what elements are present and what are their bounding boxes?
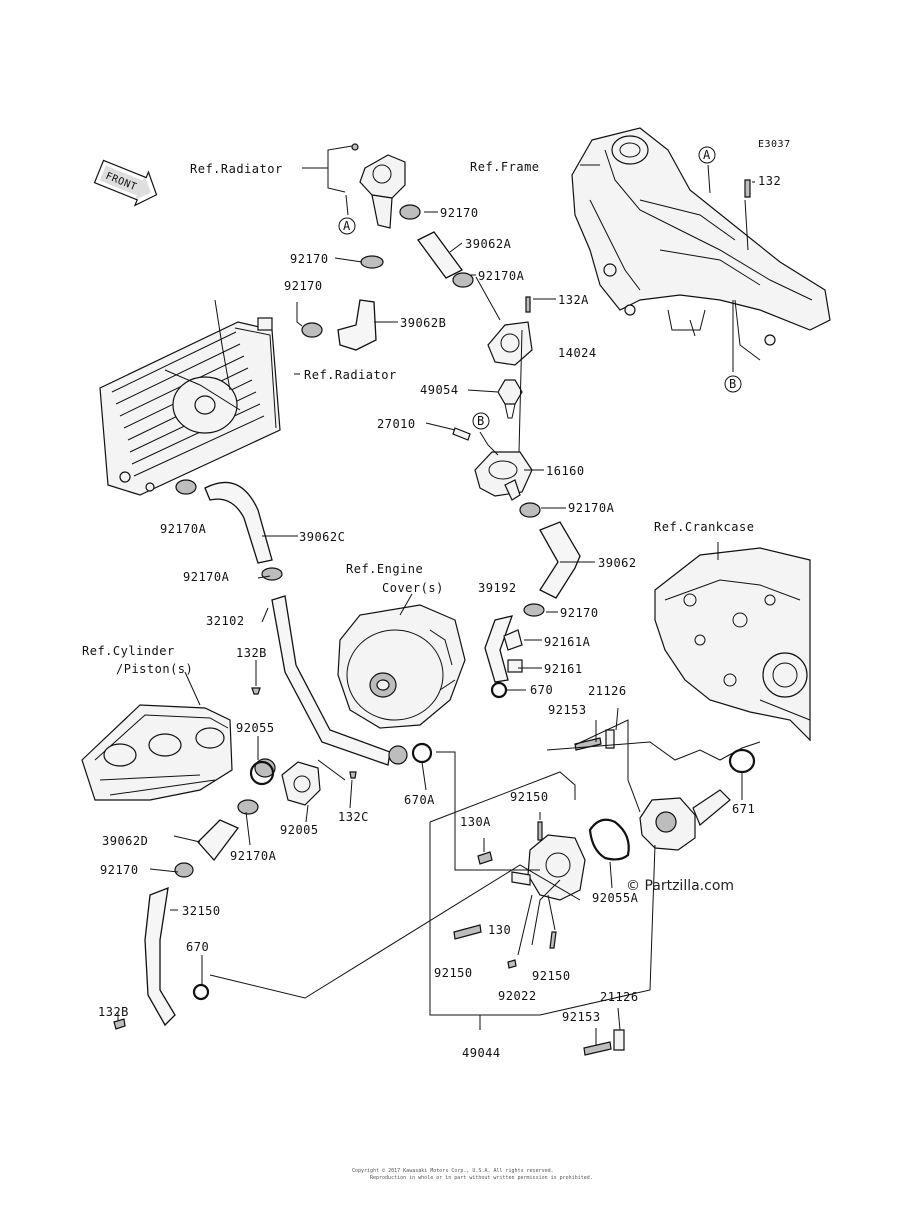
part-49044: 49044: [462, 1046, 501, 1060]
part-21126-1: 21126: [588, 684, 627, 698]
engine-cover-drawing: [337, 604, 466, 729]
watermark: © Partzilla.com: [626, 878, 734, 894]
thermostat-drawing: [497, 379, 523, 419]
part-92170A-3: 92170A: [160, 522, 207, 536]
part-92022: 92022: [498, 989, 537, 1003]
part-32150: 32150: [182, 904, 221, 918]
label-ref-engine-cover-2: Cover(s): [382, 581, 444, 595]
label-ref-frame: Ref.Frame: [470, 160, 540, 174]
part-14024: 14024: [558, 346, 597, 360]
part-92170A-1: 92170A: [478, 269, 525, 283]
part-92170-4: 92170: [560, 606, 599, 620]
svg-text:B: B: [729, 377, 737, 391]
thermostat-cover-drawing: [487, 321, 533, 366]
part-92150-1: 92150: [510, 790, 549, 804]
part-92161: 92161: [544, 662, 583, 676]
clamps: [174, 204, 545, 878]
part-671: 671: [732, 802, 755, 816]
front-arrow-icon: FRONT: [93, 159, 158, 207]
filler-neck-drawing: [351, 143, 406, 229]
crankcase-drawing: [654, 547, 811, 742]
part-92055: 92055: [236, 721, 275, 735]
part-92170A-5: 92170A: [230, 849, 277, 863]
diagram-code: E3037: [758, 139, 791, 150]
marker-b-left: B: [472, 412, 490, 430]
hose-39062A: [417, 231, 463, 279]
part-130: 130: [488, 923, 511, 937]
part-92150-3: 92150: [532, 969, 571, 983]
pipe-32150: [144, 886, 176, 1027]
part-92170-3: 92170: [284, 279, 323, 293]
svg-text:A: A: [703, 148, 711, 162]
part-92150-2: 92150: [434, 966, 473, 980]
part-92055A: 92055A: [592, 891, 639, 905]
part-39062: 39062: [598, 556, 637, 570]
part-92170-2: 92170: [290, 252, 329, 266]
frame-drawing: [571, 127, 831, 361]
label-ref-radiator-main: Ref.Radiator: [304, 368, 397, 382]
radiator-drawing: [99, 299, 281, 496]
part-130A: 130A: [460, 815, 491, 829]
water-pump-cover-drawing: [511, 834, 586, 901]
label-ref-cylinder-1: Ref.Cylinder: [82, 644, 175, 658]
part-132B-2: 132B: [98, 1005, 129, 1019]
footer-notice: Reproduction in whole or in part without…: [370, 1175, 593, 1181]
hose-39062B: [337, 299, 377, 351]
part-27010: 27010: [377, 417, 416, 431]
part-39062A: 39062A: [465, 237, 512, 251]
label-ref-cylinder-2: /Piston(s): [116, 662, 193, 676]
label-ref-crankcase: Ref.Crankcase: [654, 520, 754, 534]
leader-lines: [117, 145, 761, 1046]
marker-b-right: B: [724, 375, 742, 393]
footer-copyright: Copyright © 2017 Kawasaki Motors Corp., …: [352, 1168, 554, 1174]
part-670A: 670A: [404, 793, 435, 807]
hose-39062: [539, 521, 581, 599]
fitting-92005: [281, 761, 321, 806]
marker-a-right: A: [698, 146, 716, 164]
part-92161A: 92161A: [544, 635, 591, 649]
marker-a-left: A: [338, 217, 356, 235]
cylinder-drawing: [81, 704, 276, 801]
part-92170-1: 92170: [440, 206, 479, 220]
thermostat-housing-drawing: [452, 427, 533, 501]
pipe-39192: [484, 615, 514, 683]
svg-text:A: A: [343, 219, 351, 233]
svg-text:B: B: [477, 414, 485, 428]
part-92005: 92005: [280, 823, 319, 837]
part-16160: 16160: [546, 464, 585, 478]
part-49054: 49054: [420, 383, 459, 397]
part-132C: 132C: [338, 810, 369, 824]
part-92153-2: 92153: [562, 1010, 601, 1024]
part-21126-2: 21126: [600, 990, 639, 1004]
part-39062D: 39062D: [102, 834, 148, 848]
part-92170A-2: 92170A: [568, 501, 615, 515]
part-92170-5: 92170: [100, 863, 139, 877]
part-39062B: 39062B: [400, 316, 446, 330]
part-670-1: 670: [530, 683, 553, 697]
part-92153-1: 92153: [548, 703, 587, 717]
hose-39062C: [204, 481, 273, 564]
part-132: 132: [758, 174, 781, 188]
part-39062C: 39062C: [299, 530, 345, 544]
part-132B-1: 132B: [236, 646, 267, 660]
fitting-92161A: [503, 629, 523, 673]
part-92170A-4: 92170A: [183, 570, 230, 584]
label-ref-radiator-top: Ref.Radiator: [190, 162, 283, 176]
part-32102: 32102: [206, 614, 245, 628]
water-pump-drawing: [639, 789, 731, 851]
part-670-2: 670: [186, 940, 209, 954]
hose-39062D: [197, 819, 240, 862]
part-132A: 132A: [558, 293, 589, 307]
part-39192: 39192: [478, 581, 517, 595]
label-ref-engine-cover-1: Ref.Engine: [346, 562, 423, 576]
